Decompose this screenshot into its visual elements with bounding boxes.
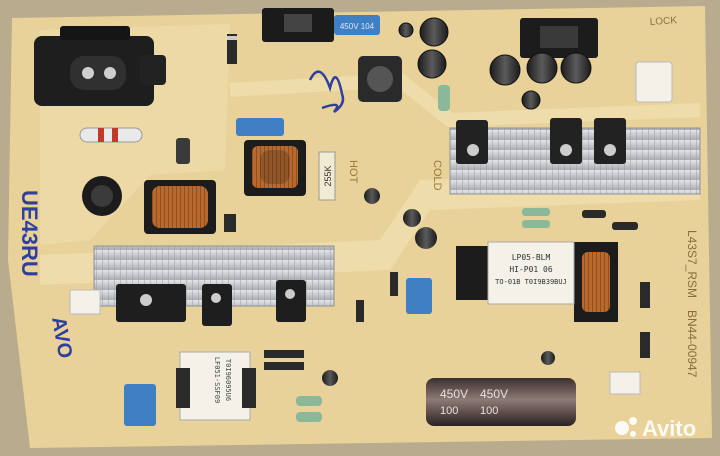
resistor	[522, 208, 550, 216]
standby-transformer: LF051-SSF09 T0I96095U6	[176, 351, 256, 421]
standby-transformer-label-1: LF051-SSF09	[213, 357, 221, 403]
board-model-code: L43S7_RSM	[685, 230, 699, 298]
handwritten-scribble	[308, 70, 345, 114]
small-capacitor	[403, 209, 421, 227]
capacitor-blue-mid	[406, 278, 432, 314]
bulk-capacitor-rating: 450V	[440, 387, 468, 401]
handwritten-model: UE43RU	[17, 190, 42, 277]
bulk-capacitor-capacitance-back: 100	[480, 405, 498, 417]
cold-label: COLD	[431, 160, 443, 191]
sticker-left	[69, 289, 101, 315]
transistor-row	[264, 362, 304, 370]
lock-label: LOCK	[649, 15, 677, 28]
pcb-trace	[229, 72, 701, 128]
choke-label: 255K	[323, 165, 333, 186]
watermark: Avito	[615, 416, 696, 441]
small-capacitor	[364, 188, 380, 204]
diode	[582, 210, 606, 218]
diode	[640, 282, 650, 308]
resistor	[438, 85, 450, 111]
small-capacitor	[415, 227, 437, 249]
small-capacitor	[541, 351, 555, 365]
resistor	[296, 412, 322, 422]
common-mode-choke-secondary	[144, 180, 216, 234]
heatsink-left	[93, 245, 335, 326]
hot-label: HOT	[347, 160, 359, 184]
diode	[612, 222, 638, 230]
diode	[390, 272, 398, 296]
transformer-label-3: TO-01B T0I9B39BUJ	[495, 278, 567, 286]
power-inductor	[358, 56, 402, 102]
diode	[227, 34, 237, 64]
heatsink-right-top	[449, 118, 701, 195]
avito-logo-icon	[629, 417, 637, 425]
sticker-right	[609, 371, 641, 395]
diode-small	[224, 214, 236, 232]
bulk-capacitor-rating-back: 450V	[480, 387, 508, 401]
top-connector-socket	[284, 14, 312, 32]
white-connector	[635, 61, 673, 103]
avito-logo-icon	[615, 421, 629, 435]
electrolytic-capacitors-top	[398, 17, 592, 110]
capacitor-blue-top: 450V 104	[334, 15, 380, 35]
transformer-label-2: HI-P01 06	[509, 265, 553, 274]
capacitor-blue-top-label: 450V 104	[340, 22, 375, 31]
board-part-number: BN44-00947	[685, 310, 699, 378]
small-capacitor	[322, 370, 338, 386]
standby-transformer-label-2: T0I96095U6	[224, 359, 232, 401]
resistor	[522, 220, 550, 228]
transformer-label-1: LP05-BLM	[512, 253, 551, 262]
common-mode-choke	[244, 140, 306, 196]
avito-logo-icon	[630, 431, 636, 437]
ac-inlet-connector	[34, 26, 166, 106]
capacitor-blue-bottom	[124, 384, 156, 426]
diode	[356, 300, 364, 322]
transistor-row	[264, 350, 304, 358]
bulk-capacitor: 450V 100 450V 100	[426, 378, 576, 426]
thermistor	[82, 176, 122, 216]
watermark-brand: Avito	[642, 416, 696, 441]
bulk-capacitor-capacitance: 100	[440, 405, 458, 417]
main-transformer: LP05-BLM HI-P01 06 TO-01B T0I9B39BUJ	[456, 241, 618, 322]
fuse	[79, 127, 143, 143]
resistor	[296, 396, 322, 406]
varistor	[176, 138, 190, 164]
capacitor-blue-small	[236, 118, 284, 136]
output-connector-pins	[540, 26, 578, 48]
diode-band	[227, 36, 237, 40]
choke-label-plate: 255K	[318, 151, 336, 201]
diode	[640, 332, 650, 358]
